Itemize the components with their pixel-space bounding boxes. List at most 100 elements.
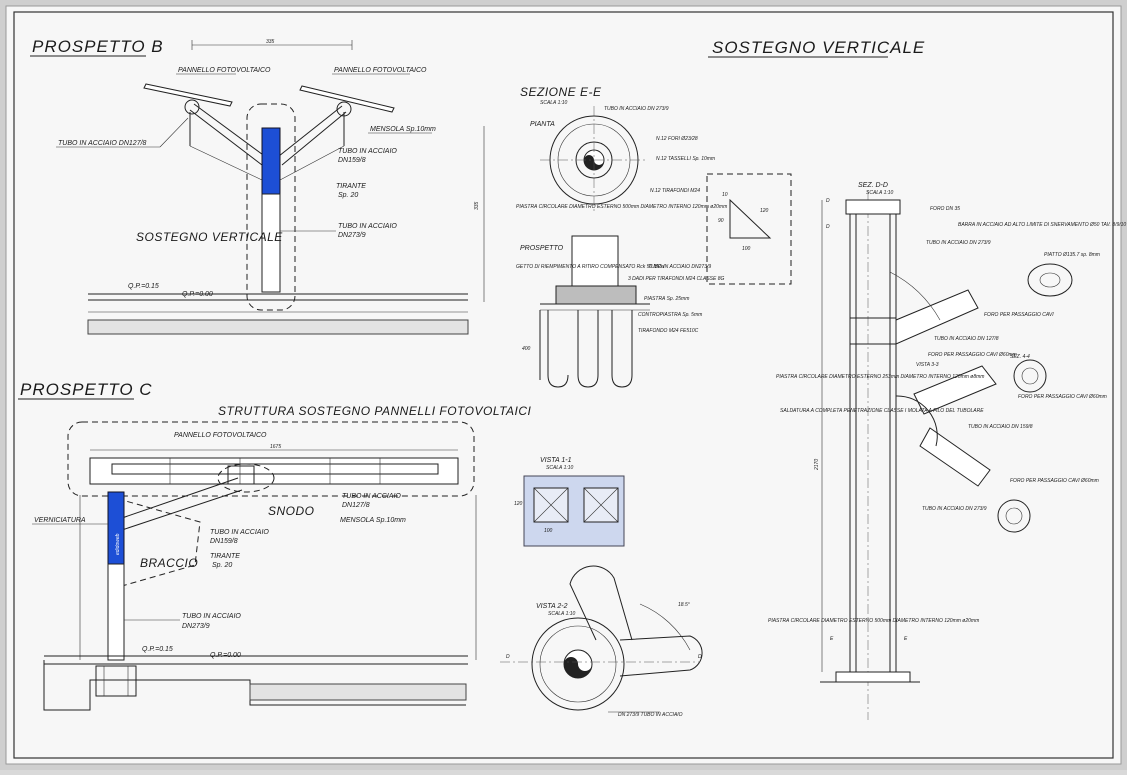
label-sostegno-verticale: SOSTEGNO VERTICALE — [136, 230, 283, 244]
svg-text:TUBO IN ACCIAIO DN 273/9: TUBO IN ACCIAIO DN 273/9 — [922, 506, 987, 512]
main-tube-circle — [531, 617, 625, 711]
svg-text:100: 100 — [742, 246, 751, 252]
svg-text:TUBO IN ACCIAIO DN 273/9: TUBO IN ACCIAIO DN 273/9 — [926, 240, 991, 246]
dimension-text: 335 — [266, 39, 275, 45]
svg-text:N.12 TASSELLI Sp. 10mm: N.12 TASSELLI Sp. 10mm — [656, 156, 715, 162]
svg-text:2170: 2170 — [814, 459, 820, 471]
svg-text:PIASTRA CIRCOLARE DIAMETRO EST: PIASTRA CIRCOLARE DIAMETRO ESTERNO 253mm… — [776, 374, 984, 380]
column — [107, 563, 125, 661]
title-sostegno-verticale: SOSTEGNO VERTICALE — [712, 38, 925, 57]
label: MENSOLA Sp.10mm — [340, 517, 406, 524]
svg-text:PIATTO Ø135.7 sp. 8mm: PIATTO Ø135.7 sp. 8mm — [1044, 252, 1100, 258]
svg-text:GETTO DI RIEMPIMENTO A RITIRO: GETTO DI RIEMPIMENTO A RITIRO COMPENSATO… — [516, 264, 664, 270]
brace-arm — [121, 477, 239, 519]
svg-text:SCALA 1:10: SCALA 1:10 — [546, 465, 574, 471]
svg-text:PIASTRA CIRCOLARE DIAMETRO EST: PIASTRA CIRCOLARE DIAMETRO ESTERNO 500mm… — [768, 618, 979, 624]
label: DN273/9 — [338, 232, 366, 239]
svg-text:FORO DN 35: FORO DN 35 — [930, 206, 960, 212]
detail-box: 10 90 120 100 — [706, 173, 792, 285]
svg-text:335: 335 — [474, 201, 480, 210]
label: DN127/8 — [342, 502, 370, 509]
column — [261, 193, 281, 293]
svg-text:TUBO IN ACCIAIO DN 127/8: TUBO IN ACCIAIO DN 127/8 — [934, 336, 999, 342]
label: VERNICIATURA — [34, 517, 86, 524]
svg-text:TIRAFONDO M24 FE510C: TIRAFONDO M24 FE510C — [638, 328, 699, 334]
ground-section — [43, 660, 466, 711]
svg-text:TUBO IN ACCIAIO DN273/9: TUBO IN ACCIAIO DN273/9 — [648, 264, 711, 270]
svg-text:FORO PER PASSAGGIO CAVI: FORO PER PASSAGGIO CAVI — [984, 312, 1054, 318]
gusset — [729, 198, 772, 239]
svg-text:1675: 1675 — [270, 444, 281, 450]
label: TUBO IN ACCIAIO — [342, 493, 401, 500]
arm-left — [189, 109, 263, 166]
base-plate — [555, 285, 637, 305]
base-plate — [835, 671, 911, 683]
label: MENSOLA Sp.10mm — [370, 126, 436, 133]
label: TUBO IN ACCIAIO — [338, 148, 397, 155]
prospetto-c-drawing: STRUTTURA SOSTEGNO PANNELLI FOTOVOLTAICI… — [32, 404, 532, 711]
detail-frame — [706, 173, 792, 285]
svg-text:3 DADI PER TIRAFONDI M24 CLASS: 3 DADI PER TIRAFONDI M24 CLASSE 8G — [628, 276, 725, 282]
label: TUBO IN ACCIAIO — [182, 613, 241, 620]
svg-text:PIASTRA CIRCOLARE DIAMETRO EST: PIASTRA CIRCOLARE DIAMETRO ESTERNO 500mm… — [516, 204, 727, 210]
svg-text:90: 90 — [718, 218, 724, 224]
svg-text:N.12 FORI Ø23/28: N.12 FORI Ø23/28 — [656, 136, 698, 142]
hole-detail — [1013, 359, 1047, 393]
drawing-frame — [13, 11, 1114, 759]
solar-panel-right — [299, 85, 395, 113]
label-braccio: BRACCIO — [140, 556, 198, 570]
svg-text:E: E — [904, 636, 908, 642]
svg-text:FORO PER PASSAGGIO CAVI Ø60mm: FORO PER PASSAGGIO CAVI Ø60mm — [1018, 394, 1107, 400]
svg-text:SEZ. 4-4: SEZ. 4-4 — [1010, 354, 1030, 360]
svg-text:VISTA 3-3: VISTA 3-3 — [916, 362, 939, 368]
label: PANNELLO FOTOVOLTAICO — [334, 67, 427, 74]
branch-upper — [895, 289, 979, 345]
label: PANNELLO FOTOVOLTAICO — [174, 432, 267, 439]
prospetto-b-drawing: 335 335 PANNELLO FOTOVOLTAICO PANNELLO F… — [56, 39, 485, 335]
title-prospetto-c: PROSPETTO C — [20, 380, 153, 399]
pipe-branch — [619, 635, 703, 677]
label: PANNELLO FOTOVOLTAICO — [178, 67, 271, 74]
blue-column-segment — [261, 127, 281, 195]
label-qp: Q.P.=0.00 — [182, 291, 213, 298]
joint-left — [184, 99, 200, 115]
label: TUBO IN ACCIAIO DN127/8 — [58, 140, 147, 147]
svg-text:TUBO IN ACCIAIO DN 159/8: TUBO IN ACCIAIO DN 159/8 — [968, 424, 1033, 430]
svg-text:120: 120 — [514, 501, 523, 507]
arm-right — [281, 111, 347, 166]
title-sezione-ee: SEZIONE E-E — [520, 85, 602, 99]
label: DN159/8 — [210, 538, 238, 545]
panel-dashed-outline — [67, 421, 475, 497]
svg-text:120: 120 — [760, 208, 769, 214]
branch-mid — [913, 365, 997, 415]
svg-text:SCALA 1:10: SCALA 1:10 — [540, 100, 568, 106]
label-qp: Q.P.=0.15 — [128, 283, 159, 290]
svg-text:18.5°: 18.5° — [678, 602, 690, 608]
svg-text:PROSPETTO: PROSPETTO — [520, 245, 564, 252]
svg-text:BARRA IN ACCIAIO AD ALTO LIMIT: BARRA IN ACCIAIO AD ALTO LIMITE DI SNERV… — [958, 222, 1126, 228]
hole-detail — [997, 499, 1031, 533]
svg-text:PIANTA: PIANTA — [530, 121, 555, 128]
svg-text:VISTA 1-1: VISTA 1-1 — [540, 457, 572, 464]
label-qp: Q.P.=0.15 — [142, 646, 173, 653]
svg-text:TUBO IN ACCIAIO DN 273/9: TUBO IN ACCIAIO DN 273/9 — [604, 106, 669, 112]
brand-text: edidoweb — [115, 533, 121, 555]
svg-text:SCALA 1:10: SCALA 1:10 — [866, 190, 894, 196]
label: Sp. 20 — [212, 562, 232, 569]
svg-text:E: E — [830, 636, 834, 642]
svg-text:FORO PER PASSAGGIO CAVI Ø60mm: FORO PER PASSAGGIO CAVI Ø60mm — [1010, 478, 1099, 484]
svg-text:D: D — [826, 224, 830, 230]
label: DN159/8 — [338, 157, 366, 164]
svg-text:400: 400 — [522, 346, 531, 352]
plate-detail — [1027, 263, 1073, 297]
sezione-ee-drawing: SEZIONE E-E SCALA 1:10 PIANTA TUBO IN AC… — [516, 85, 727, 388]
tube — [571, 235, 619, 287]
label: TUBO IN ACCIAIO — [338, 223, 397, 230]
svg-text:DN 273/9 TUBO IN ACCIAIO: DN 273/9 TUBO IN ACCIAIO — [618, 712, 683, 718]
label: TIRANTE — [336, 183, 366, 190]
label-struttura: STRUTTURA SOSTEGNO PANNELLI FOTOVOLTAICI — [218, 404, 532, 418]
svg-text:SEZ. D-D: SEZ. D-D — [858, 182, 888, 189]
vista-2-2-drawing: VISTA 2-2 SCALA 1:10 18.5° D D DN 273/9 … — [500, 565, 703, 718]
